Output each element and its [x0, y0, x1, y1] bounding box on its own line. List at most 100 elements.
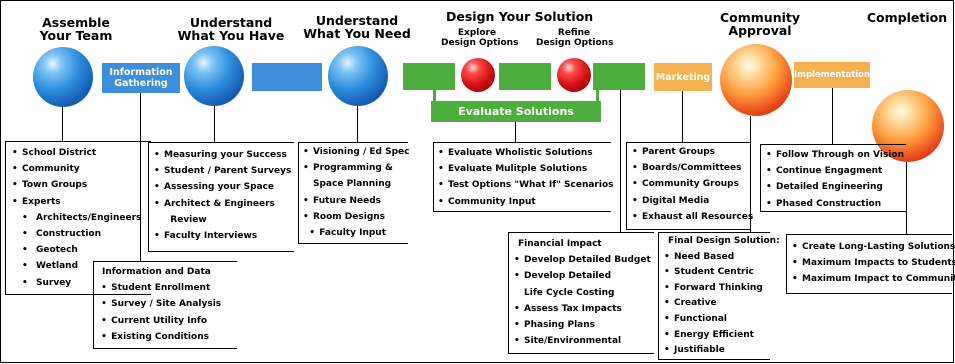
- connector-bar-green-1: [403, 63, 455, 90]
- stage-title-design: Design Your Solution: [446, 9, 594, 24]
- list-item: •Functional: [664, 313, 727, 324]
- list-item: •Survey: [22, 277, 72, 288]
- implementation-bar: Implementation: [794, 62, 870, 88]
- list-item: • Survey / Site Analysis: [98, 299, 222, 310]
- community-approval-sphere: [720, 44, 792, 116]
- info-data-list: Information and Data • Student Enrollmen…: [98, 264, 221, 345]
- list-item: •Site/Environmental: [514, 336, 622, 347]
- connector-bar-blue: [252, 63, 322, 91]
- stage-title-completion: Completion: [866, 10, 948, 25]
- list-item: •Future Needs: [303, 195, 382, 206]
- list-item: •Phased Construction: [766, 198, 882, 209]
- connector-bar-green-3: [593, 63, 645, 90]
- list-item: •Faculty Interviews: [154, 231, 258, 242]
- list-item: •Detailed Engineering: [766, 182, 883, 193]
- explore-options-sphere: [461, 58, 495, 92]
- list-item: •Develop Detailed: [514, 271, 612, 282]
- list-item: Space Planning: [313, 179, 392, 190]
- connector-implementation: [832, 88, 833, 144]
- list-item: •Assess Tax Impacts: [514, 303, 622, 314]
- team-list: •School District •Community •Town Groups…: [12, 145, 141, 291]
- info-data-box: [93, 261, 237, 349]
- list-item: •Creative: [664, 298, 717, 309]
- list-item: •Faculty Input: [309, 228, 387, 239]
- connector-bar-green-2: [499, 63, 551, 90]
- evaluate-list: •Evaluate Wholistic Solutions •Evaluate …: [438, 145, 614, 210]
- evaluate-solutions-bar: Evaluate Solutions: [431, 101, 601, 122]
- list-item: •Develop Detailed Budget: [514, 255, 651, 266]
- list-item: •Evaluate Wholistic Solutions: [438, 148, 593, 158]
- need-list: •Visioning / Ed Spec •Programming & Spac…: [303, 144, 410, 241]
- list-item: •Community Groups: [632, 179, 739, 190]
- list-item: •Forward Thinking: [664, 282, 763, 293]
- have-list: •Measuring your Success •Student / Paren…: [154, 147, 291, 244]
- list-item: • Student Enrollment: [98, 283, 211, 294]
- list-item: •Community Input: [438, 196, 536, 207]
- list-item: •Programming &: [303, 163, 393, 174]
- list-item: •Construction: [22, 229, 102, 240]
- evaluate-bracket-right: [596, 90, 599, 103]
- list-item: •Visioning / Ed Spec: [303, 147, 410, 157]
- connector-final-design: [750, 116, 751, 232]
- list-item: •Need Based: [664, 251, 735, 262]
- list-heading: Financial Impact: [518, 239, 602, 249]
- need-list-box: [298, 142, 408, 244]
- implementation-list-box: [760, 144, 906, 212]
- completion-sphere: [872, 90, 944, 162]
- list-item: • Existing Conditions: [98, 331, 209, 342]
- list-item: •Geotech: [22, 245, 78, 256]
- list-item: •Create Long-Lasting Solutions: [792, 242, 955, 252]
- connector-need: [357, 106, 358, 142]
- list-heading: Final Design Solution:: [668, 236, 780, 246]
- final-design-list-box: [658, 232, 770, 360]
- connector-financial: [620, 90, 621, 232]
- evaluate-bracket-left: [433, 90, 436, 103]
- list-item: •Architect & Engineers: [154, 198, 275, 209]
- refine-options-sphere: [557, 58, 591, 92]
- connector-marketing: [682, 91, 683, 142]
- list-heading: Information and Data: [102, 267, 211, 277]
- list-item: •Architects/Engineers: [22, 212, 142, 223]
- implementation-list: •Follow Through on Vision •Continue Enga…: [766, 147, 904, 212]
- financial-list: Financial Impact •Develop Detailed Budge…: [514, 236, 651, 349]
- understand-need-sphere: [328, 46, 388, 106]
- have-list-box: [148, 142, 294, 252]
- list-item: •Boards/Committees: [632, 163, 742, 174]
- connector-have: [214, 106, 215, 142]
- marketing-list-box: [626, 142, 750, 230]
- list-item: •Energy Efficient: [664, 329, 754, 340]
- list-item: •Community: [12, 164, 80, 175]
- list-item: •Maximum Impacts to Students: [792, 258, 955, 269]
- list-item: •Experts: [12, 196, 61, 207]
- list-item: •School District: [12, 148, 97, 158]
- connector-completion: [906, 162, 907, 234]
- list-item: •Justifiable: [664, 345, 725, 356]
- final-design-list: Final Design Solution: •Need Based •Stud…: [664, 234, 780, 359]
- list-item: •Exhaust all Resources: [632, 211, 754, 222]
- completion-list-box: [786, 234, 952, 294]
- list-item: •Evaluate Mulitple Solutions: [438, 164, 588, 175]
- list-item: •Measuring your Success: [154, 150, 287, 160]
- connector-evaluate: [515, 122, 516, 142]
- marketing-list: •Parent Groups •Boards/Committees •Commu…: [632, 144, 753, 225]
- list-item: •Wetland: [22, 261, 79, 272]
- completion-list: •Create Long-Lasting Solutions •Maximum …: [792, 239, 955, 288]
- list-item: • Current Utility Info: [98, 315, 207, 326]
- list-item: •Phasing Plans: [514, 320, 596, 331]
- connector-team: [62, 107, 63, 141]
- financial-list-box: [508, 232, 654, 354]
- connector-info-data: [140, 93, 141, 261]
- list-item: Review: [170, 214, 207, 225]
- list-item: •Room Designs: [303, 211, 386, 222]
- list-item: •Test Options "What If" Scenarios: [438, 180, 614, 191]
- list-item: •Student Centric: [664, 267, 754, 278]
- list-item: •Parent Groups: [632, 147, 716, 157]
- assemble-team-sphere: [33, 47, 93, 107]
